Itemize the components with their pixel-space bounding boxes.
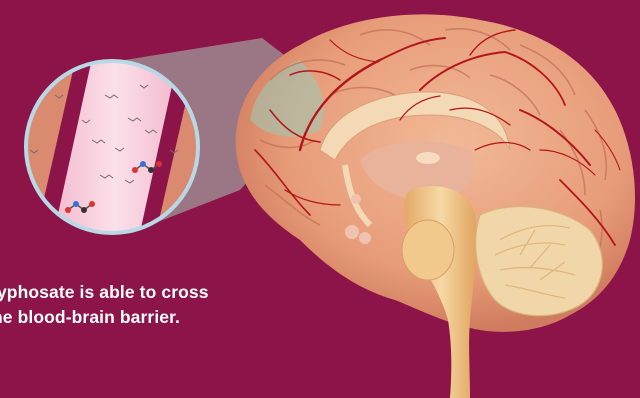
pineal-region <box>416 152 440 164</box>
optic-chiasm <box>351 194 361 204</box>
caption-line-1: lyphosate is able to cross <box>0 280 292 305</box>
pons <box>402 220 454 280</box>
mammillary-body <box>359 232 371 244</box>
caption-line-2: he blood-brain barrier. <box>0 305 292 330</box>
pituitary <box>345 225 359 239</box>
caption: lyphosate is able to cross he blood-brai… <box>0 280 292 330</box>
